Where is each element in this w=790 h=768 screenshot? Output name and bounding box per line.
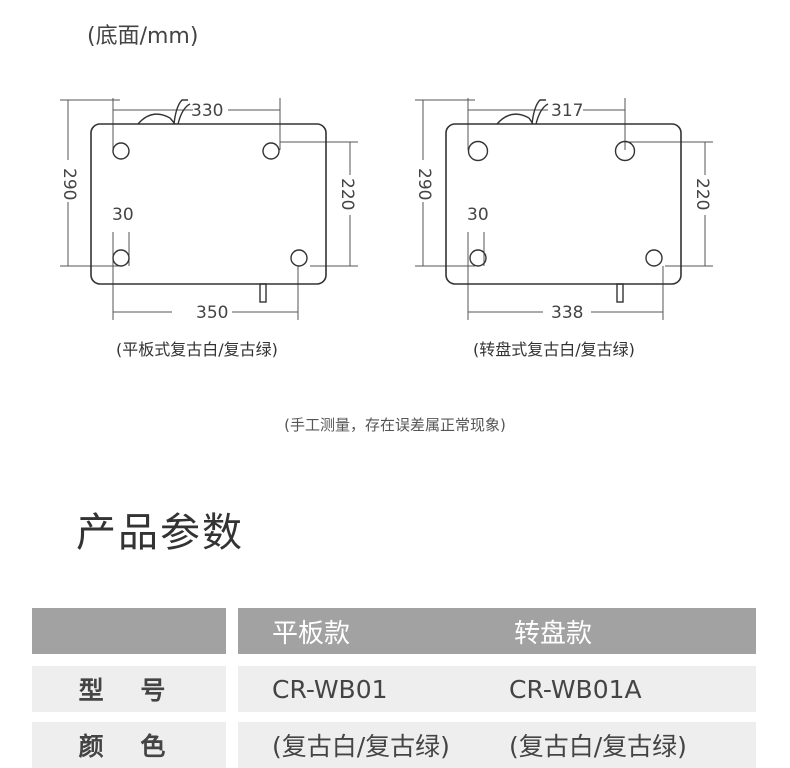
- base-outline: [445, 123, 682, 285]
- turntable-model-outline-svg: 317 290 220 30 338: [414, 98, 713, 323]
- header-turntable: 转盘款: [514, 618, 593, 649]
- unit-title: (底面/mm): [87, 24, 199, 49]
- dim-right-height: 220: [337, 178, 357, 210]
- dim-hole-offset: 30: [112, 205, 134, 225]
- cable-icon: [496, 99, 549, 125]
- diagram-caption-turntable: (转盘式复古白/复古绿): [473, 340, 635, 359]
- table-header-empty: [32, 608, 226, 654]
- dim-top-width: 330: [191, 101, 223, 121]
- row-values: (复古白/复古绿) (复古白/复古绿): [238, 722, 756, 768]
- row-label: 型 号: [32, 666, 226, 712]
- header-flat: 平板款: [272, 618, 351, 649]
- measurement-note: (手工测量，存在误差属正常现象): [284, 416, 506, 434]
- dim-left-height: 290: [414, 168, 434, 200]
- value-flat: CR-WB01: [272, 674, 388, 704]
- table-row: 颜 色 (复古白/复古绿) (复古白/复古绿): [32, 722, 756, 768]
- bottom-diagram-turntable: 317 290 220 30 338: [414, 90, 715, 334]
- dim-left-height: 290: [59, 168, 79, 200]
- cable-icon: [137, 99, 191, 125]
- bottom-diagram-flat: 330 290 220 30 350: [59, 90, 360, 334]
- dim-bottom-width: 350: [196, 303, 228, 323]
- dim-right-height: 220: [692, 178, 712, 210]
- diagram-caption-flat: (平板式复古白/复古绿): [116, 340, 278, 359]
- dim-hole-offset: 30: [467, 205, 489, 225]
- base-outline: [90, 123, 327, 285]
- table-row: 型 号 CR-WB01 CR-WB01A: [32, 666, 756, 712]
- value-turntable: (复古白/复古绿): [509, 732, 687, 761]
- value-flat: (复古白/复古绿): [272, 732, 450, 761]
- table-header-row: 平板款 转盘款: [32, 608, 756, 654]
- dim-bottom-width: 338: [551, 303, 583, 323]
- flat-model-outline-svg: 330 290 220 30 350: [59, 98, 358, 323]
- value-turntable: CR-WB01A: [509, 674, 642, 704]
- table-header-values: 平板款 转盘款: [238, 608, 756, 654]
- dim-top-width: 317: [551, 101, 583, 121]
- row-label: 颜 色: [32, 722, 226, 768]
- section-title: 产品参数: [76, 510, 244, 556]
- row-values: CR-WB01 CR-WB01A: [238, 666, 756, 712]
